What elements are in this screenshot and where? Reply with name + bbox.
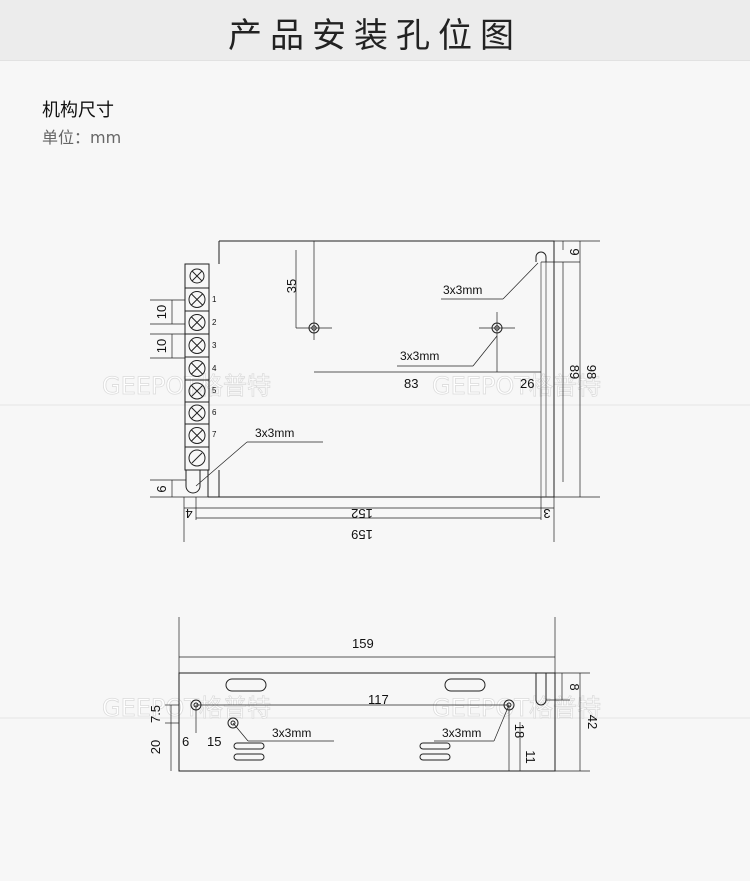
terminal-block <box>184 263 210 471</box>
dim-11: 11 <box>523 750 538 764</box>
dim-18: 18 <box>512 724 527 738</box>
top-view-dimensions: 35 3x3mm 3x3mm 3x3mm 83 26 9 89 98 10 10… <box>154 248 599 542</box>
screw-icon <box>184 310 210 335</box>
side-view-dimensions: 159 117 8 42 7.5 20 6 15 3x3mm 3x3mm 18 … <box>148 636 600 764</box>
watermark-top-right: GEEPOT格普特 <box>432 372 601 400</box>
dim-26: 26 <box>520 376 534 391</box>
dim-83: 83 <box>404 376 418 391</box>
hole-label-c: 3x3mm <box>255 426 294 440</box>
dim-15: 15 <box>207 734 221 749</box>
body-outline <box>208 240 555 498</box>
watermark-top-left: GEEPOT格普特 <box>102 372 271 400</box>
hole-label-right: 3x3mm <box>442 726 481 740</box>
watermark-bottom-left: GEEPOT格普特 <box>102 694 271 722</box>
side-slot-right <box>444 678 486 692</box>
dim-159-top: 159 <box>351 527 373 542</box>
terminal-number: 2 <box>212 318 217 327</box>
top-view <box>150 240 600 542</box>
dim-6-side: 6 <box>182 734 189 749</box>
hole-label-b: 3x3mm <box>400 349 439 363</box>
terminal-number: 1 <box>212 295 217 304</box>
terminal-number: 7 <box>212 430 217 439</box>
dim-10-lower: 10 <box>154 339 169 353</box>
dim-4: 4 <box>185 506 192 521</box>
dim-98: 98 <box>584 365 599 379</box>
dim-89: 89 <box>567 365 582 379</box>
terminal-number: 6 <box>212 408 217 417</box>
header-bar: 产品安装孔位图 <box>0 0 750 61</box>
dim-152: 152 <box>351 506 373 521</box>
side-slot-left <box>225 678 267 692</box>
watermark-group: GEEPOT格普特 GEEPOT格普特 GEEPOT格普特 GEEPOT格普特 <box>102 372 602 723</box>
dim-9: 9 <box>567 248 582 255</box>
dim-6: 6 <box>154 485 169 492</box>
dim-20: 20 <box>148 740 163 754</box>
screw-icon <box>189 268 205 284</box>
terminal-number: 4 <box>212 364 217 373</box>
notch-bottom-left <box>185 470 201 494</box>
terminal-number: 3 <box>212 341 217 350</box>
unit-label: 单位：mm <box>42 128 122 147</box>
dim-42: 42 <box>585 715 600 729</box>
screw-icon <box>184 423 210 448</box>
page-title: 产品安装孔位图 <box>228 16 522 56</box>
dim-10-upper: 10 <box>154 305 169 319</box>
dim-117: 117 <box>368 692 389 707</box>
side-view <box>165 617 590 772</box>
terminal-number: 5 <box>212 386 217 395</box>
section-title: 机构尺寸 <box>42 100 114 121</box>
notch-top-right <box>535 251 547 262</box>
dim-8: 8 <box>567 683 582 690</box>
dim-159-side: 159 <box>352 636 374 651</box>
screw-icon <box>184 333 210 358</box>
side-notch-right <box>535 673 547 706</box>
ground-screw-icon <box>188 449 206 467</box>
dim-3: 3 <box>543 506 550 521</box>
terminal-numbers: 1 2 3 4 5 6 7 <box>212 295 217 439</box>
side-body-outline <box>178 672 556 772</box>
dim-7-5: 7.5 <box>148 705 163 723</box>
watermark-bottom-right: GEEPOT格普特 <box>432 694 601 722</box>
dim-35: 35 <box>284 279 299 293</box>
hole-label-a: 3x3mm <box>443 283 482 297</box>
terminal-screws <box>184 268 210 467</box>
side-hole-left-2 <box>227 717 239 729</box>
hole-label-left: 3x3mm <box>272 726 311 740</box>
screw-icon <box>184 287 210 312</box>
